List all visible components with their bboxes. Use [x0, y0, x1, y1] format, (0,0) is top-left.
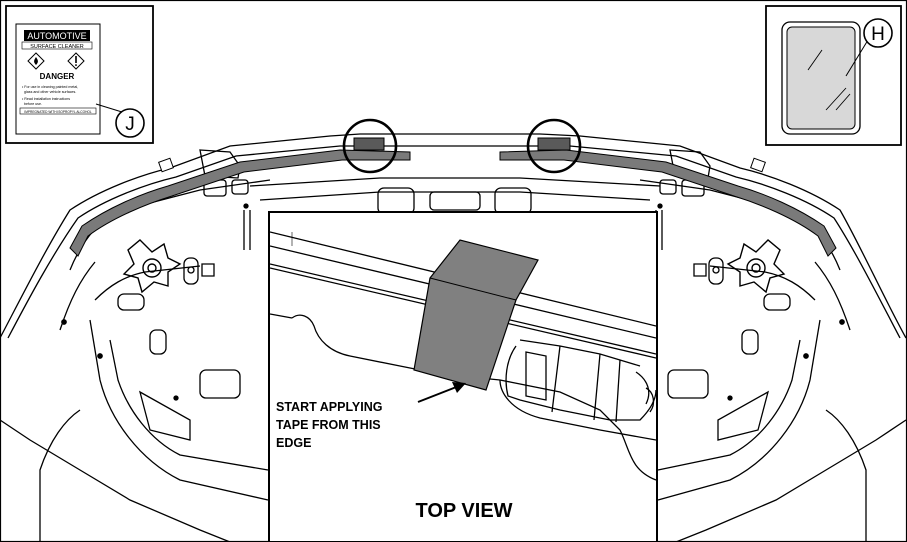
highlight-circle-right [526, 118, 582, 174]
cleaner-brand-text: AUTOMOTIVE [27, 31, 86, 41]
cleaner-subtitle-text: SURFACE CLEANER [30, 44, 84, 50]
detail-h-panel: H [765, 5, 902, 146]
highlight-circle-left [342, 118, 398, 174]
flammable-icon [27, 52, 45, 70]
cleaner-bullet-2b: before use. [24, 102, 42, 106]
cleaner-bullet-1a: • For use in cleaning painted metal, [22, 85, 78, 89]
tape-strip-left [69, 149, 411, 257]
cleaner-danger-text: DANGER [40, 72, 75, 81]
tape-strip [69, 149, 837, 257]
exclamation-icon [67, 52, 85, 70]
callout-text-line2: TAPE FROM THIS [276, 418, 381, 432]
callout-balloon-j [115, 108, 145, 138]
callout-balloon-h [863, 18, 893, 48]
tape-strip-right [499, 149, 837, 257]
cleaner-footer-text: IMPREGNATED WITH ISOPROPYL ALCOHOL [24, 110, 92, 114]
hood-underside [0, 133, 907, 542]
callout-label-h: H [871, 24, 885, 45]
top-view-inset: START APPLYING TAPE FROM THIS EDGE TOP V… [268, 211, 658, 542]
hinge-bracket-right [726, 239, 786, 294]
detail-j-panel: AUTOMOTIVE SURFACE CLEANER DANGER • For … [5, 5, 154, 144]
callout-arrow [417, 382, 466, 403]
callout-text-line1: START APPLYING [276, 400, 383, 414]
cleaner-bullet-1b: glass and other vehicle surfaces. [24, 90, 76, 94]
tape-overlap-highlights [342, 118, 582, 174]
top-view-title: TOP VIEW [415, 500, 512, 522]
callout-text-line3: EDGE [276, 436, 311, 450]
callout-label-j: J [125, 114, 135, 135]
cleaner-bullet-2a: • Read installation instructions [22, 97, 70, 101]
hinge-bracket-left [122, 239, 182, 294]
